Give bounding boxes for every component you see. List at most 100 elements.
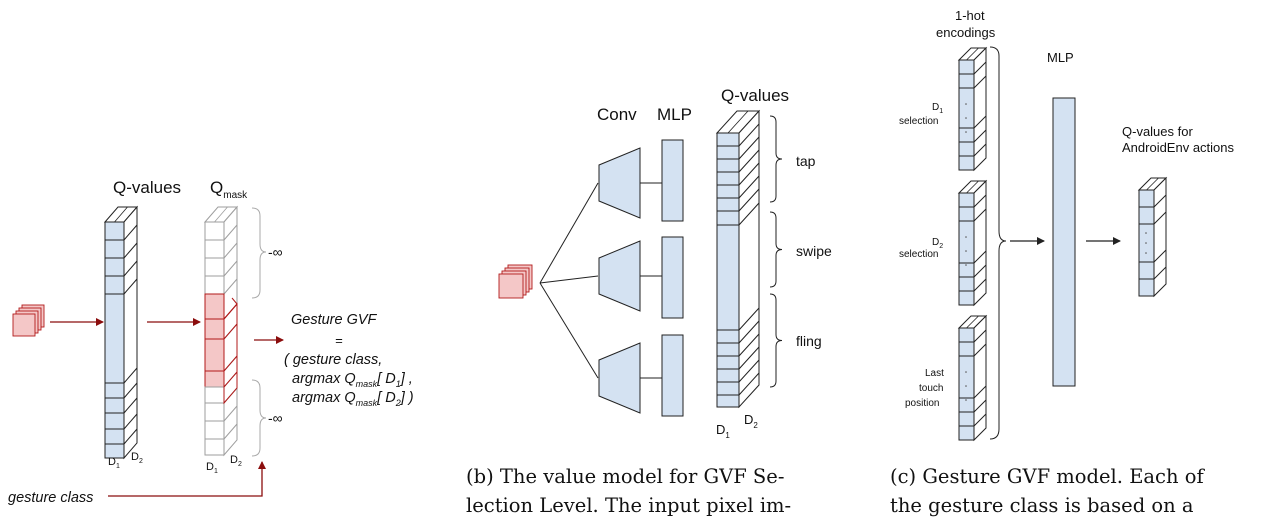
qvalues-actions-line2: AndroidEnv actions [1122,140,1235,155]
fling-label: fling [796,333,822,349]
ellipsis-dot [965,250,967,252]
column-side-divider [738,123,760,147]
caption-b-line2: lection Level. The input pixel im- [466,494,792,517]
conv-block-top [598,147,641,219]
column-side-face [973,46,987,172]
d2-selection-word: selection [899,249,938,260]
column-cell [104,443,125,459]
column-cell [716,158,740,173]
column-cell [958,276,975,292]
column-cell [716,184,740,199]
mlp-block-bot [661,334,684,417]
input-image-stack-b [498,264,533,299]
column-cell [958,327,975,343]
column-cell [958,87,975,129]
column-side-divider [1153,194,1167,208]
d2-label-a1: D2 [131,451,143,465]
column-side-divider [738,320,760,344]
column-cell [204,257,225,277]
column-cell [204,275,225,295]
mask-side-divider [223,323,238,340]
ellipsis-dot [965,103,967,105]
column-cell [958,425,975,441]
column-side-divider [973,61,987,75]
column-side-divider [973,194,987,208]
input-image-stack-a [12,304,45,337]
column-cell [958,127,975,143]
ellipsis-dot [965,117,967,119]
column-cell [104,428,125,445]
gvf-equals: = [335,333,343,348]
column-side-divider [738,359,760,383]
column-side-divider [223,260,238,277]
column-cell [104,275,125,295]
column-cell [104,293,125,384]
column-side-divider [973,250,987,264]
column-cell [204,438,225,456]
column-cell [958,155,975,171]
last-touch-line2: touch [919,383,943,394]
d2-selection-d: D2 [932,237,943,250]
column-cell [204,221,225,241]
column-cell [104,239,125,259]
column-side-divider [123,242,138,259]
column-top-divider [214,206,228,223]
input-to-conv-top-line [539,182,599,284]
brace-path [769,115,783,203]
input-to-conv-mid-line [539,275,599,284]
ellipsis-dot [1145,232,1147,234]
d1-selection-word: selection [899,116,938,127]
column-side-divider [973,264,987,278]
ellipsis-dot [965,371,967,373]
column-cell [716,342,740,357]
column-cell [958,192,975,208]
column-cell [958,355,975,399]
ellipsis-dot [965,131,967,133]
qmask-column [203,205,239,457]
column-top-divider [966,47,979,61]
column-side-divider [738,149,760,173]
column-side-face [1153,176,1167,298]
column-side-divider [738,136,760,160]
ellipsis-dot [965,385,967,387]
column-side-divider [738,202,760,226]
column-side-face [973,179,987,307]
column-cell [958,290,975,306]
input-image-frame [498,273,524,299]
column-side-divider [123,397,138,414]
column-side-divider [223,405,238,422]
column-cell [1138,189,1155,208]
column-cell [104,221,125,241]
gesture-class-label: gesture class [8,490,93,506]
column-side-divider [973,143,987,157]
column-cell [958,73,975,89]
column-side-divider [1153,249,1167,263]
panel-c: 1-hot encodings MLP D1 selection D2 sele… [899,8,1235,442]
column-cell [104,397,125,414]
column-side-divider [223,423,238,440]
onehot-brace [989,46,1007,440]
column-cell [204,420,225,440]
column-cell [716,132,740,147]
d1-selection-d: D1 [932,102,943,115]
column-cell [716,381,740,396]
ellipsis-dot [1145,242,1147,244]
brace-path [769,293,783,388]
brace-path [769,211,783,288]
conv-block-bot [598,342,641,414]
tap-label: tap [796,153,816,169]
qvalues-label-a: Q-values [113,178,181,197]
column-cell [104,257,125,277]
column-cell [204,386,225,404]
column-side-divider [973,385,987,399]
column-cell [716,197,740,212]
column-side-divider [123,428,138,445]
d2-label-b: D2 [744,412,758,430]
mlp-block-mid [661,236,684,319]
column-cell [958,59,975,75]
mask-side-divider [231,297,238,305]
column-side-divider [738,333,760,357]
neg-inf-label-bottom: -∞ [268,410,283,426]
column-cell [716,329,740,344]
